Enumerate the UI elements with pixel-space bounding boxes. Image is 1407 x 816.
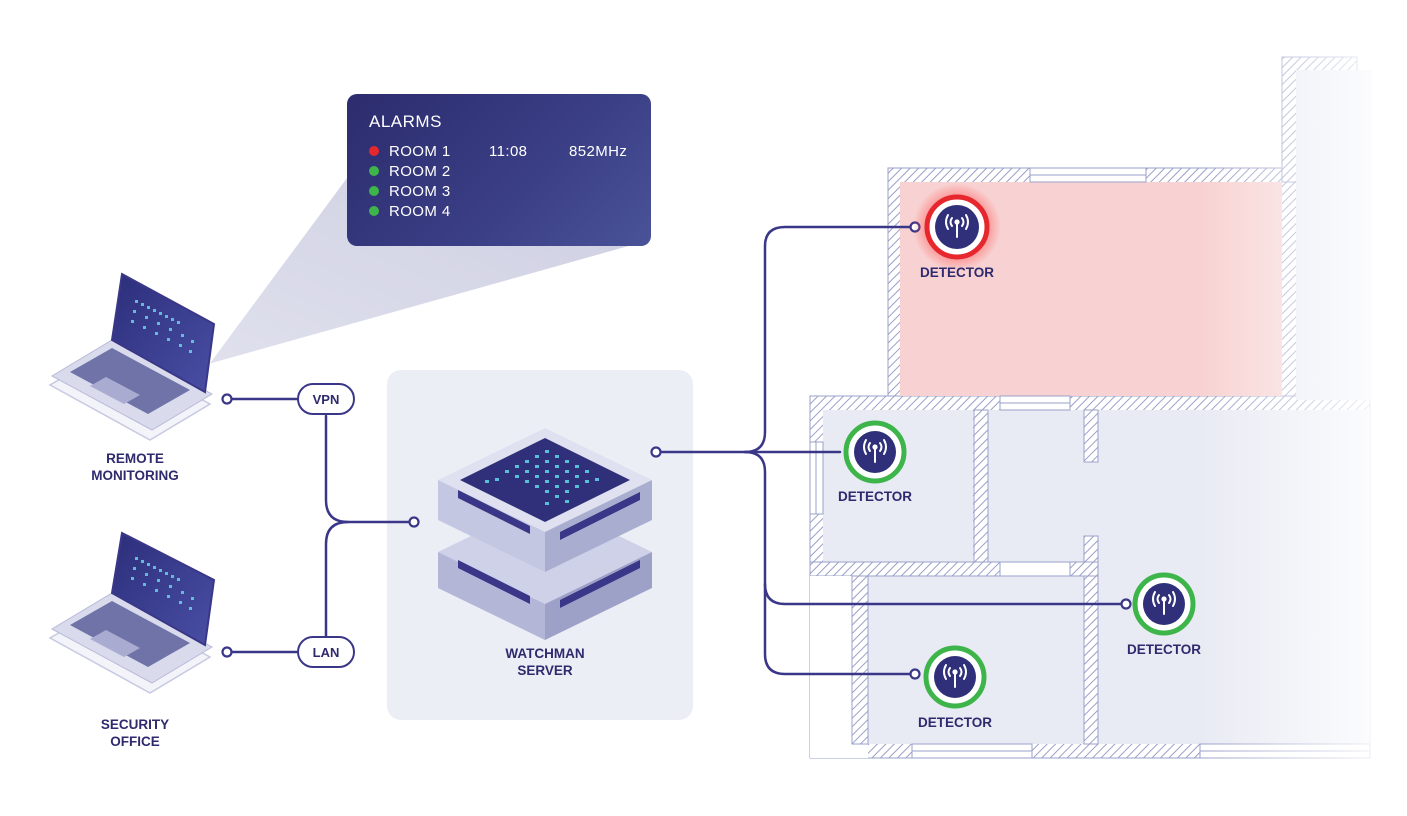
detector-1 bbox=[913, 183, 1001, 271]
detector-3-label: DETECTOR bbox=[1126, 642, 1201, 657]
security-laptop bbox=[48, 531, 216, 694]
security-office-label: SECURITY OFFICE bbox=[100, 717, 170, 749]
remote-laptop bbox=[48, 272, 216, 441]
antenna-icon bbox=[943, 664, 967, 688]
room-name: ROOM 2 bbox=[389, 162, 451, 180]
alarm-row-room-1[interactable]: ROOM 1 11:08 852MHz bbox=[369, 141, 629, 161]
server-label: WATCHMAN SERVER bbox=[505, 646, 585, 678]
antenna-icon bbox=[1152, 591, 1176, 615]
server-screen-grid bbox=[485, 450, 599, 505]
floor-plan bbox=[809, 40, 1407, 780]
alarms-title: ALARMS bbox=[369, 112, 442, 131]
detector-4-label: DETECTOR bbox=[917, 715, 992, 730]
antenna-icon bbox=[863, 439, 887, 463]
detector-4 bbox=[923, 645, 987, 709]
detector-1-label: DETECTOR bbox=[919, 265, 994, 280]
status-dot-icon bbox=[369, 206, 379, 216]
status-dot-icon bbox=[369, 146, 379, 156]
server-stack bbox=[438, 428, 652, 640]
alarm-row-room-2[interactable]: ROOM 2 bbox=[369, 161, 629, 181]
room-name: ROOM 4 bbox=[389, 202, 451, 220]
remote-monitoring-label: REMOTE MONITORING bbox=[91, 451, 179, 483]
projection-beam bbox=[201, 178, 650, 366]
vpn-pill: VPN bbox=[297, 383, 355, 415]
room-name: ROOM 3 bbox=[389, 182, 451, 200]
alarm-row-room-3[interactable]: ROOM 3 bbox=[369, 181, 629, 201]
alarms-panel: ALARMS ROOM 1 11:08 852MHz ROOM 2 ROOM 3… bbox=[347, 94, 651, 246]
alarm-row-room-4[interactable]: ROOM 4 bbox=[369, 201, 629, 221]
status-dot-icon bbox=[369, 186, 379, 196]
antenna-icon bbox=[945, 214, 969, 238]
remote-screen-dots bbox=[131, 300, 194, 353]
detector-2-label: DETECTOR bbox=[837, 489, 912, 504]
detector-3 bbox=[1132, 572, 1196, 636]
connection-lines bbox=[230, 225, 1125, 676]
room-frequency: 852MHz bbox=[569, 142, 628, 160]
security-screen-dots bbox=[131, 557, 194, 610]
room-name: ROOM 1 bbox=[389, 142, 451, 160]
detector-2 bbox=[843, 420, 907, 484]
lan-pill: LAN bbox=[297, 636, 355, 668]
room-time: 11:08 bbox=[489, 142, 528, 160]
status-dot-icon bbox=[369, 166, 379, 176]
